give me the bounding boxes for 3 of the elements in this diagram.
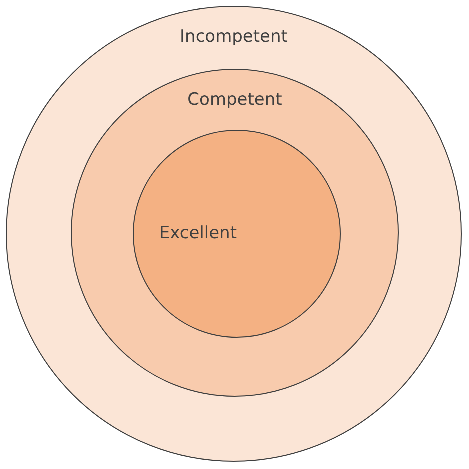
circle-label: Excellent <box>159 226 237 242</box>
circle-label: Incompetent <box>180 29 288 46</box>
circle-label: Competent <box>188 92 282 109</box>
